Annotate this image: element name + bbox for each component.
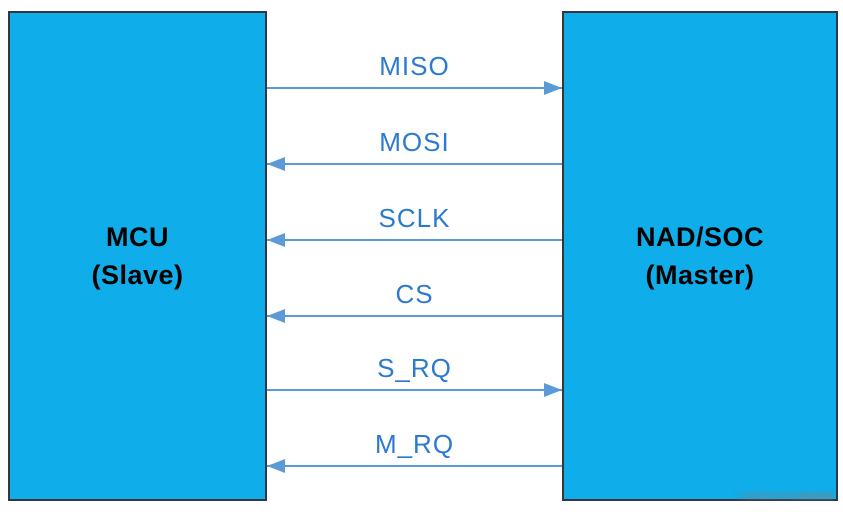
nad-soc-master-box: NAD/SOC (Master) (562, 11, 838, 501)
signal-cs: CS (267, 279, 562, 323)
signal-cs-label: CS (395, 279, 434, 309)
arrow-right-icon (544, 383, 562, 397)
nad-soc-box-subtitle: (Master) (645, 260, 755, 290)
arrow-left-icon (267, 157, 285, 171)
signal-s-rq-label: S_RQ (377, 353, 452, 383)
signal-mosi-line (267, 163, 562, 165)
arrow-right-icon (544, 81, 562, 95)
signal-miso: MISO (267, 51, 562, 95)
signal-m-rq: M_RQ (267, 429, 562, 473)
mcu-slave-box: MCU (Slave) (8, 11, 267, 501)
signal-miso-label: MISO (379, 51, 450, 81)
signal-s-rq-line (267, 389, 562, 391)
arrow-left-icon (267, 309, 285, 323)
signal-m-rq-label: M_RQ (374, 429, 455, 459)
nad-soc-box-title: NAD/SOC (635, 222, 764, 252)
watermark-smudge (732, 492, 834, 500)
signal-s-rq: S_RQ (267, 353, 562, 397)
signal-sclk: SCLK (267, 203, 562, 247)
signal-mosi-label: MOSI (379, 127, 450, 157)
arrow-left-icon (267, 459, 285, 473)
mcu-box-title: MCU (106, 222, 169, 252)
signal-sclk-label: SCLK (378, 203, 451, 233)
signal-miso-line (267, 87, 562, 89)
arrow-left-icon (267, 233, 285, 247)
signal-mosi: MOSI (267, 127, 562, 171)
mcu-box-subtitle: (Slave) (91, 260, 184, 290)
signal-sclk-line (267, 239, 562, 241)
signal-m-rq-line (267, 465, 562, 467)
signal-cs-line (267, 315, 562, 317)
